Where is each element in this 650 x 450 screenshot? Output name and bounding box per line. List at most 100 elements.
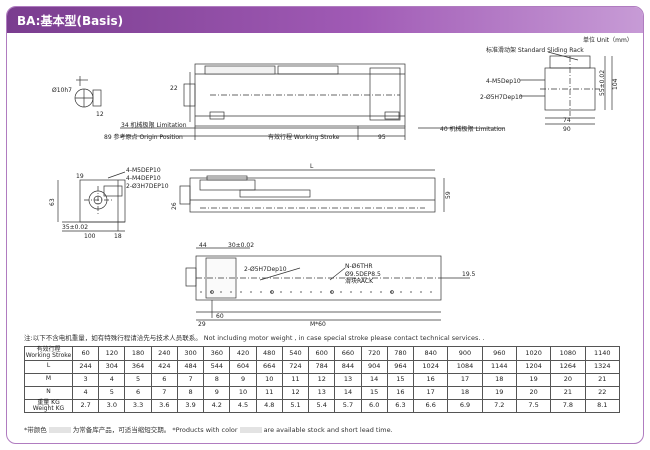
table-cell: 3.6 [150,398,178,414]
table-cell: 8 [203,372,231,387]
dim-29: 29 [198,321,206,328]
row-header: N [24,385,73,400]
table-cell: 6.6 [413,398,449,414]
table-cell: 7.8 [550,398,586,414]
end-thread-label: 4-M5Dep10 [486,78,521,85]
table-cell: 6.3 [386,398,415,414]
side-view-body [189,177,436,213]
table-cell: 13 [308,385,336,400]
table-cell: 304 [98,359,126,374]
shaft-diameter-label: Ø10h7 [52,87,72,94]
table-cell: 21 [550,385,586,400]
table-cell: 480 [255,346,283,361]
table-cell: 900 [447,346,483,361]
table-cell: 17 [413,385,449,400]
table-cell: 8.1 [584,398,621,414]
table-cell: 5.7 [334,398,362,414]
unit-label: 单位 Unit（mm） [583,36,633,44]
table-cell: 2.7 [71,398,100,414]
dim-100: 100 [84,233,96,240]
table-cell: 420 [229,346,257,361]
dim-m60: M*60 [310,321,326,328]
table-cell: 16 [386,385,415,400]
title-bar: BA:基本型(Basis) [7,7,643,33]
engineering-drawing: 单位 Unit（mm） Ø10h7 12 22 34 机械极限 Limitati… [49,36,633,328]
row-header-sublabel: Weight KG [32,404,65,412]
table-cell: 3.9 [176,398,205,414]
table-cell: 20 [550,372,586,387]
table-cell: 9 [229,372,257,387]
table-cell: 11 [255,385,283,400]
origin-label: 89 参考原点 Origin Position [104,133,183,141]
table-cell: 6 [150,372,178,387]
table-cell: 3.0 [98,398,126,414]
table-cell: 360 [203,346,231,361]
table-cell: 10 [255,372,283,387]
stock-color-swatch [48,427,71,433]
table-cell: 20 [515,385,552,400]
table-cell: 9 [203,385,231,400]
table-cell: 11 [281,372,310,387]
table-cell: 7 [176,372,205,387]
table-cell: 1144 [481,359,517,374]
table-cell: 4.5 [229,398,257,414]
table-cell: 16 [413,372,449,387]
row-header-label: L [46,362,51,370]
table-cell: 4.2 [203,398,231,414]
table-cell: 600 [308,346,336,361]
table-cell: 8 [176,385,205,400]
dim-74: 74 [563,117,571,124]
rack-note: 滑块RACK [345,277,374,285]
table-cell: 1264 [550,359,586,374]
table-cell: 4 [71,385,100,400]
dim-55: 55±0.02 [599,70,606,96]
dim-63: 63 [49,198,56,206]
table-cell: 540 [281,346,310,361]
table-cell: 22 [584,385,621,400]
limit-left-label: 34 机械极限 Limitation [121,121,187,129]
table-cell: 7 [150,385,178,400]
table-cell: 13 [334,372,362,387]
table-cell: 1080 [550,346,586,361]
table-cell: 180 [124,346,152,361]
table-cell: 14 [360,372,388,387]
table-cell: 12 [281,385,310,400]
sliding-rack-label: 标准滑动架 Standard Sliding Rack [486,46,584,54]
working-stroke-label: 有效行程 Working Stroke [268,133,340,141]
row-header-label: 重量 KG [37,398,60,406]
table-cell: 720 [360,346,388,361]
table-cell: 14 [334,385,362,400]
footnote-suffix: 为常备库产品，可适当缩短交期。 *Products with color [72,426,238,434]
table-cell: 960 [481,346,517,361]
row-header-label: 有效行程 [36,346,61,353]
dim-95: 95 [378,134,386,141]
table-cell: 10 [229,385,257,400]
side-thread-label-1: 4-M5DEP10 [126,167,161,174]
table-cell: 904 [360,359,388,374]
dim-90: 90 [563,126,571,133]
table-cell: 5.1 [281,398,310,414]
table-cell: 1084 [447,359,483,374]
row-header-label: M [45,375,52,383]
table-cell: 120 [98,346,126,361]
table-cell: 364 [124,359,152,374]
table-cell: 1020 [515,346,552,361]
row-header-label: N [46,388,51,396]
table-cell: 5 [98,385,126,400]
table-cell: 300 [176,346,205,361]
table-cell: 244 [71,359,100,374]
table-cell: 12 [308,372,336,387]
end-pin-label: 2-Ø5H7Dep10 [480,94,523,101]
table-cell: 664 [255,359,283,374]
table-cell: 964 [386,359,415,374]
table-cell: 780 [386,346,415,361]
table-cell: 3.3 [124,398,152,414]
table-cell: 17 [447,372,483,387]
table-cell: 5.4 [308,398,336,414]
table-cell: 7.2 [481,398,517,414]
